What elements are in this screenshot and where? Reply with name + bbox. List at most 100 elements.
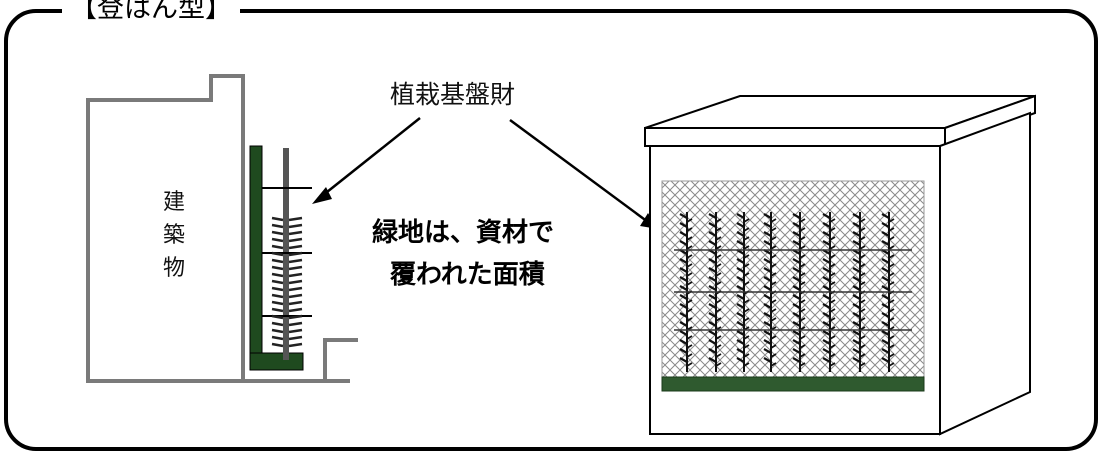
vine-leaf [829,218,836,223]
vine-leaf [888,272,895,277]
vine-leaf [743,299,750,304]
greened-box [644,94,1036,436]
vine-leaf [792,285,801,291]
vine-leaf [736,213,745,219]
vine-leaf [715,263,722,268]
climbing-vines [674,212,912,372]
leaf [288,251,303,257]
vine-leaf [881,258,890,264]
vine-leaf [763,321,772,327]
vine-leaf [852,321,861,327]
vine-leaf [679,348,688,354]
leaf [271,314,284,320]
vine-leaf [715,308,722,313]
vine-leaf [770,263,777,268]
vine-leaf [792,330,801,336]
vine-leaf [763,258,772,264]
vine-leaf [852,303,861,309]
vine-leaf [852,294,861,300]
vine-leaf [852,258,861,264]
vine-leaf [770,344,777,349]
leaf [288,342,303,348]
vine-leaf [859,272,866,277]
vine-leaf [859,218,866,223]
vine-leaf [679,312,688,318]
vine-leaf [736,258,745,264]
leaf [271,328,284,334]
vine-leaf [715,281,722,286]
vine-leaf [792,294,801,300]
caption: 緑地は、資材で 覆われた面積 [372,212,554,296]
vine-leaf [736,294,745,300]
leaf [271,244,284,250]
vine-leaf [888,308,895,313]
leaf [271,258,284,264]
caption-line-2: 覆われた面積 [390,260,545,290]
vine-leaf [686,272,693,277]
vine-leaf [679,294,688,300]
vine-leaf [829,344,836,349]
vine-leaf [852,285,861,291]
vine-leaf [822,213,831,219]
leaf [271,335,284,341]
building-label: 建 築 物 [160,186,188,285]
vine-leaf [770,218,777,223]
vine-leaf [770,362,777,367]
vine-leaf [743,263,750,268]
vine-leaf [736,267,745,273]
vine-leaf [829,281,836,286]
vine-leaf [686,281,693,286]
leaf [288,265,303,271]
vine-leaf [881,321,890,327]
vine-leaf [770,317,777,322]
vine-leaf [686,299,693,304]
vine-leaf [743,245,750,250]
vine-leaf [881,267,890,273]
vine-leaf [881,231,890,237]
material-label: 植栽基盤財 [390,80,516,109]
vine-leaf [686,317,693,322]
vine-leaf [743,335,750,340]
vine-leaf [708,231,717,237]
vine-leaf [770,236,777,241]
vine-leaf [736,312,745,318]
ground-step [243,338,358,383]
vine-leaf [829,272,836,277]
vine-leaf [736,222,745,228]
vine-leaf [852,222,861,228]
vine-leaf [708,312,717,318]
frame-title: 【登はん型】 [62,0,240,26]
vine-leaf [799,362,806,367]
leaf [288,286,303,292]
vine-leaf [822,267,831,273]
vine-leaf [881,285,890,291]
vine-leaf [859,254,866,259]
vine-leaf [736,276,745,282]
vine-leaf [743,227,750,232]
vine-leaf [799,254,806,259]
mesh-panel [661,180,925,378]
leaf [271,307,284,313]
vine-leaf [859,281,866,286]
vine-leaf [888,299,895,304]
vine-leaf [829,263,836,268]
vine-leaf [679,213,688,219]
vine-leaf [881,213,890,219]
vine-leaf [859,263,866,268]
vine-leaf [792,276,801,282]
leaf [288,321,303,327]
vine-leaf [763,240,772,246]
caption-line-1: 緑地は、資材で [372,218,555,248]
vine-leaf [770,281,777,286]
vine-leaf [888,335,895,340]
vine-leaf [792,303,801,309]
vine-leaf [679,339,688,345]
vine-leaf [799,299,806,304]
vine-leaf [792,348,801,354]
vine-leaf [679,276,688,282]
vine-leaf [881,303,890,309]
vine-leaf [708,303,717,309]
leaf [271,272,284,278]
vine-leaf [799,317,806,322]
